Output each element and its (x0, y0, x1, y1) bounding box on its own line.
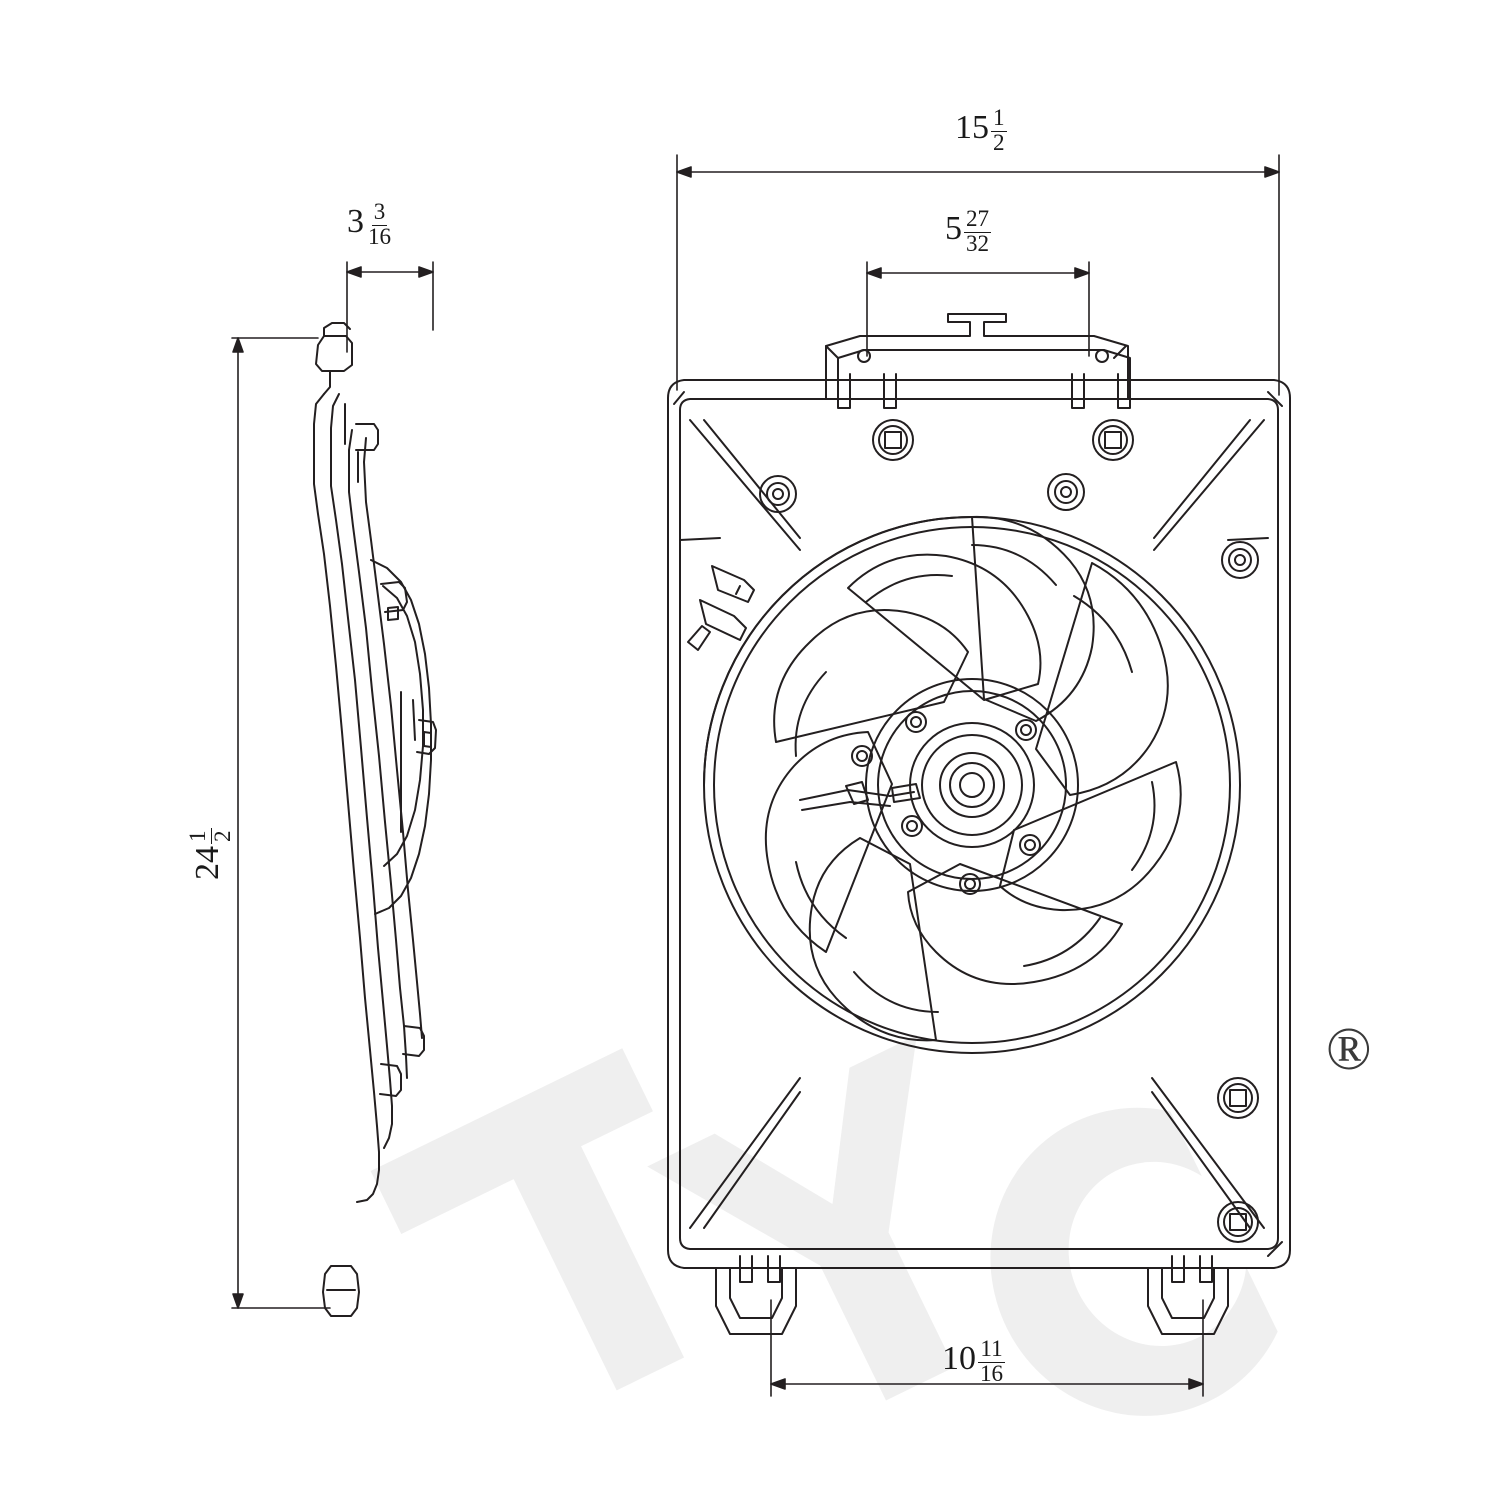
tyc-watermark (370, 1034, 1278, 1416)
front-face-view-geometry (667, 313, 1291, 1335)
registered-trademark-mark: ® (1326, 1016, 1372, 1082)
mount-boss (1092, 419, 1134, 461)
mount-boss (1221, 541, 1259, 579)
side-profile-view-geometry (313, 322, 437, 1317)
overall-height-dimension-line (231, 337, 331, 1309)
top-bracket-spacing-dimension-line (866, 261, 1090, 357)
mount-boss (1217, 1077, 1259, 1119)
side-thickness-dimension-line (346, 261, 434, 353)
mount-boss (1217, 1201, 1259, 1243)
mount-boss (1047, 473, 1085, 511)
overall-width-dimension-line (676, 154, 1280, 396)
mount-boss (759, 475, 797, 513)
bottom-bracket-spacing-dimension-line (770, 1299, 1204, 1397)
mount-boss (872, 419, 914, 461)
fan-blades (764, 515, 1182, 1042)
